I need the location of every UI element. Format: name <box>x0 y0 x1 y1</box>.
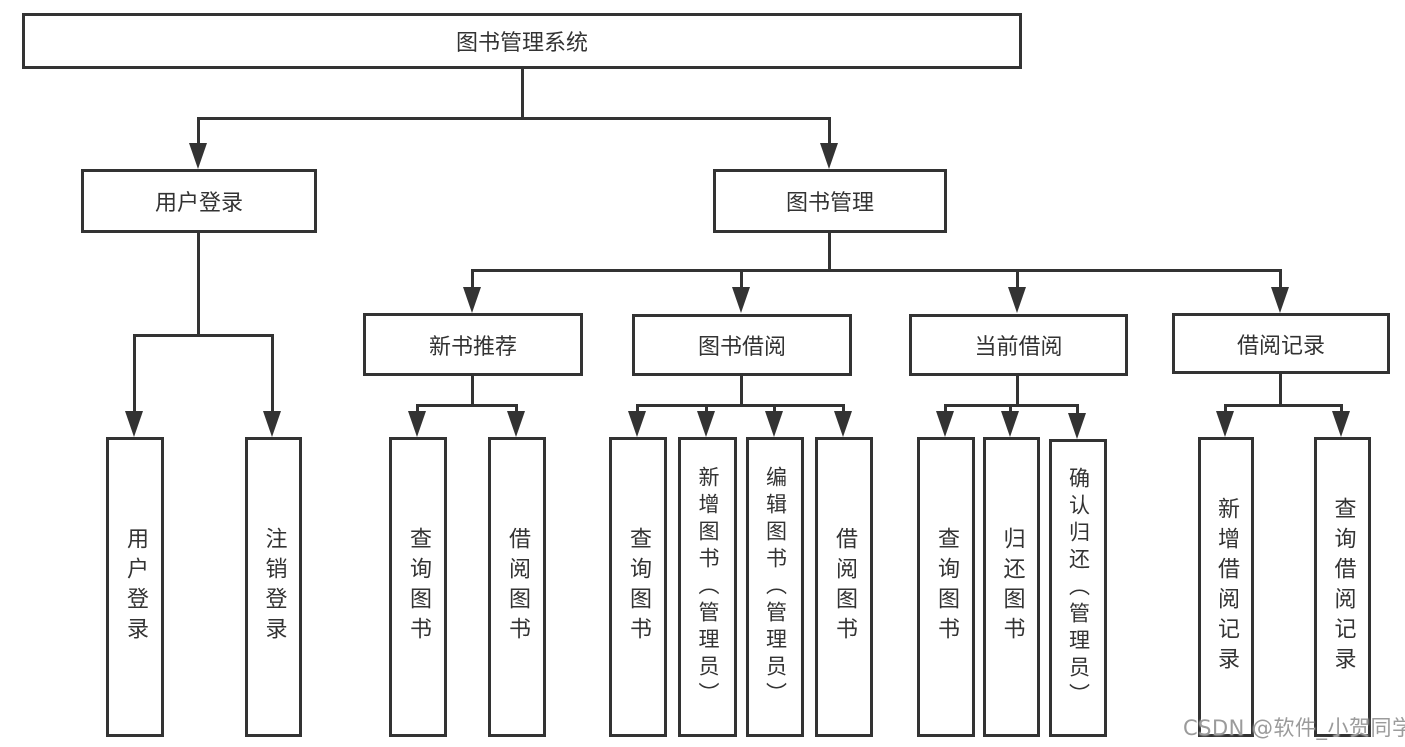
connector-line <box>740 376 743 407</box>
connector-line <box>1340 404 1343 413</box>
leaf-logout: 注销登录 <box>245 437 302 737</box>
node-user-login: 用户登录 <box>81 169 317 233</box>
connector-line <box>133 334 274 337</box>
leaf-query-books-current: 查询图书 <box>917 437 975 737</box>
leaf-borrow-books-recommend: 借阅图书 <box>488 437 546 737</box>
arrow-down-icon <box>1001 411 1019 437</box>
connector-line <box>1076 404 1079 413</box>
connector-line <box>521 69 524 118</box>
node-book-management: 图书管理 <box>713 169 947 233</box>
csdn-watermark: CSDN @软件_小贺同学 <box>1183 716 1405 740</box>
connector-line <box>773 404 776 413</box>
arrow-down-icon <box>1068 413 1086 439</box>
leaf-return-books: 归还图书 <box>983 437 1040 737</box>
connector-line <box>416 404 419 413</box>
node-book-borrowing: 图书借阅 <box>632 314 852 376</box>
connector-line <box>471 269 1282 272</box>
node-new-book-recommendation: 新书推荐 <box>363 313 583 376</box>
connector-line <box>471 269 474 287</box>
connector-line <box>636 404 844 407</box>
arrow-down-icon <box>1216 411 1234 437</box>
connector-line <box>471 376 474 407</box>
leaf-add-books-admin: 新增图书（管理员） <box>678 437 737 737</box>
leaf-edit-books-admin: 编辑图书（管理员） <box>746 437 804 737</box>
arrow-down-icon <box>408 411 426 437</box>
arrow-down-icon <box>1332 411 1350 437</box>
connector-line <box>515 404 518 413</box>
connector-line <box>197 233 200 337</box>
connector-line <box>1224 404 1227 413</box>
node-borrowing-records: 借阅记录 <box>1172 313 1390 374</box>
arrow-down-icon <box>820 143 838 169</box>
connector-line <box>828 233 831 272</box>
arrow-down-icon <box>507 411 525 437</box>
connector-line <box>133 334 136 411</box>
arrow-down-icon <box>125 411 143 437</box>
arrow-down-icon <box>834 411 852 437</box>
connector-line <box>1016 376 1019 407</box>
leaf-user-login: 用户登录 <box>106 437 164 737</box>
connector-line <box>197 117 200 145</box>
connector-line <box>197 117 831 120</box>
connector-line <box>842 404 845 413</box>
arrow-down-icon <box>765 411 783 437</box>
connector-line <box>1009 404 1012 413</box>
connector-line <box>828 117 831 145</box>
node-library-system-root: 图书管理系统 <box>22 13 1022 69</box>
connector-line <box>636 404 639 413</box>
connector-line <box>1016 269 1019 287</box>
arrow-down-icon <box>1008 287 1026 313</box>
arrow-down-icon <box>189 143 207 169</box>
arrow-down-icon <box>263 411 281 437</box>
leaf-query-books-recommend: 查询图书 <box>389 437 447 737</box>
connector-line <box>416 404 518 407</box>
connector-line <box>1224 404 1343 407</box>
connector-line <box>944 404 947 413</box>
arrow-down-icon <box>732 287 750 313</box>
connector-line <box>740 269 743 287</box>
arrow-down-icon <box>1271 287 1289 313</box>
leaf-confirm-return-admin: 确认归还（管理员） <box>1049 439 1107 737</box>
connector-line <box>271 334 274 411</box>
arrow-down-icon <box>697 411 715 437</box>
leaf-query-borrow-record: 查询借阅记录 <box>1314 437 1371 737</box>
leaf-borrow-books: 借阅图书 <box>815 437 873 737</box>
connector-line <box>1279 374 1282 407</box>
connector-line <box>1279 269 1282 287</box>
node-current-borrowing: 当前借阅 <box>909 314 1128 376</box>
arrow-down-icon <box>628 411 646 437</box>
leaf-add-borrow-record: 新增借阅记录 <box>1198 437 1254 737</box>
connector-line <box>705 404 708 413</box>
leaf-query-books-borrowing: 查询图书 <box>609 437 667 737</box>
arrow-down-icon <box>936 411 954 437</box>
arrow-down-icon <box>463 287 481 313</box>
